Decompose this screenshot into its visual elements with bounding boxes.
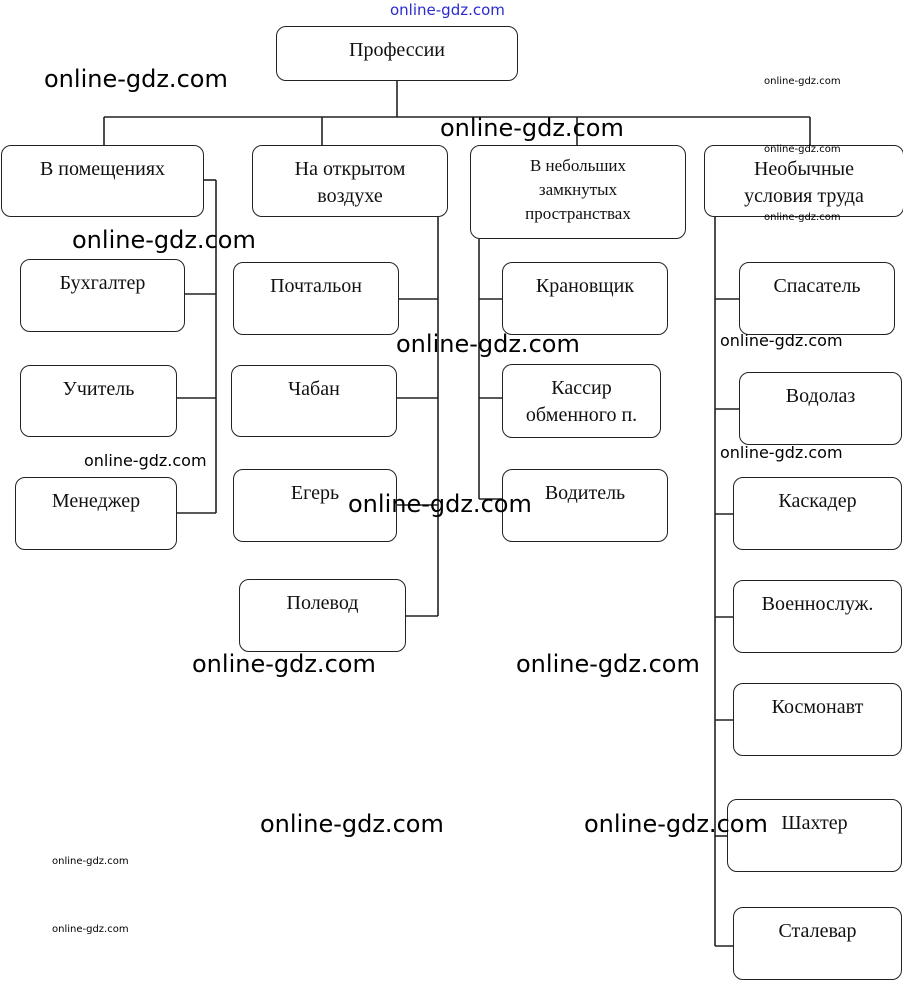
profession-label: Водитель xyxy=(544,482,626,504)
profession-label: Кассир обменного п. xyxy=(525,377,638,426)
watermark: online-gdz.com xyxy=(764,212,841,223)
category-unusual: Необычные условия труда xyxy=(704,145,903,217)
watermark: online-gdz.com xyxy=(348,490,532,518)
profession-label: Бухгалтер xyxy=(59,272,146,294)
category-outdoors: На открытом воздухе xyxy=(252,145,448,217)
profession-node: Спасатель xyxy=(739,262,895,335)
profession-node: Каскадер xyxy=(733,477,902,550)
watermark: online-gdz.com xyxy=(52,856,129,867)
profession-node: Шахтер xyxy=(727,799,902,872)
profession-node: Бухгалтер xyxy=(20,259,185,332)
watermark: online-gdz.com xyxy=(260,810,444,838)
profession-label: Учитель xyxy=(62,378,135,400)
profession-label: Полевод xyxy=(286,592,359,614)
profession-label: Военнослуж. xyxy=(761,593,874,615)
watermark: online-gdz.com xyxy=(440,114,624,142)
profession-node: Менеджер xyxy=(15,477,177,550)
profession-node: Крановщик xyxy=(502,262,668,335)
profession-node: Полевод xyxy=(239,579,406,652)
profession-node: Учитель xyxy=(20,365,177,437)
category-indoors: В помещениях xyxy=(1,145,204,217)
profession-node: Водитель xyxy=(502,469,668,542)
watermark: online-gdz.com xyxy=(764,144,841,155)
watermark: online-gdz.com xyxy=(390,1,505,19)
watermark: online-gdz.com xyxy=(44,65,228,93)
profession-label: Менеджер xyxy=(51,490,141,512)
watermark: online-gdz.com xyxy=(72,226,256,254)
profession-node: Военнослуж. xyxy=(733,580,902,653)
watermark: online-gdz.com xyxy=(84,451,207,470)
watermark: online-gdz.com xyxy=(396,330,580,358)
watermark: online-gdz.com xyxy=(720,443,843,462)
profession-label: Сталевар xyxy=(778,920,857,942)
profession-node: Сталевар xyxy=(733,907,902,980)
profession-node: Космонавт xyxy=(733,683,902,756)
profession-node: Чабан xyxy=(231,365,397,437)
category-label: На открытом воздухе xyxy=(294,158,406,207)
watermark: online-gdz.com xyxy=(584,810,768,838)
root-label: Профессии xyxy=(349,39,445,61)
profession-label: Чабан xyxy=(288,378,340,400)
watermark: online-gdz.com xyxy=(720,331,843,350)
profession-label: Егерь xyxy=(290,482,340,504)
profession-label: Каскадер xyxy=(778,490,857,512)
profession-label: Спасатель xyxy=(773,275,861,297)
watermark: online-gdz.com xyxy=(192,650,376,678)
category-label: В помещениях xyxy=(39,158,166,180)
profession-label: Шахтер xyxy=(781,812,848,834)
watermark: online-gdz.com xyxy=(516,650,700,678)
watermark: online-gdz.com xyxy=(764,76,841,87)
profession-node: Егерь xyxy=(233,469,397,542)
profession-label: Почтальон xyxy=(270,275,362,297)
profession-label: Космонавт xyxy=(771,696,864,718)
root-node: Профессии xyxy=(276,26,518,81)
profession-node: Кассир обменного п. xyxy=(502,364,661,438)
profession-node: Почтальон xyxy=(233,262,399,335)
category-label: В небольших замкнутых пространствах xyxy=(525,156,631,223)
category-enclosed: В небольших замкнутых пространствах xyxy=(470,145,686,239)
watermark: online-gdz.com xyxy=(52,924,129,935)
profession-label: Водолаз xyxy=(785,385,856,407)
category-label: Необычные условия труда xyxy=(744,158,864,207)
profession-label: Крановщик xyxy=(535,275,635,297)
profession-node: Водолаз xyxy=(739,372,902,445)
